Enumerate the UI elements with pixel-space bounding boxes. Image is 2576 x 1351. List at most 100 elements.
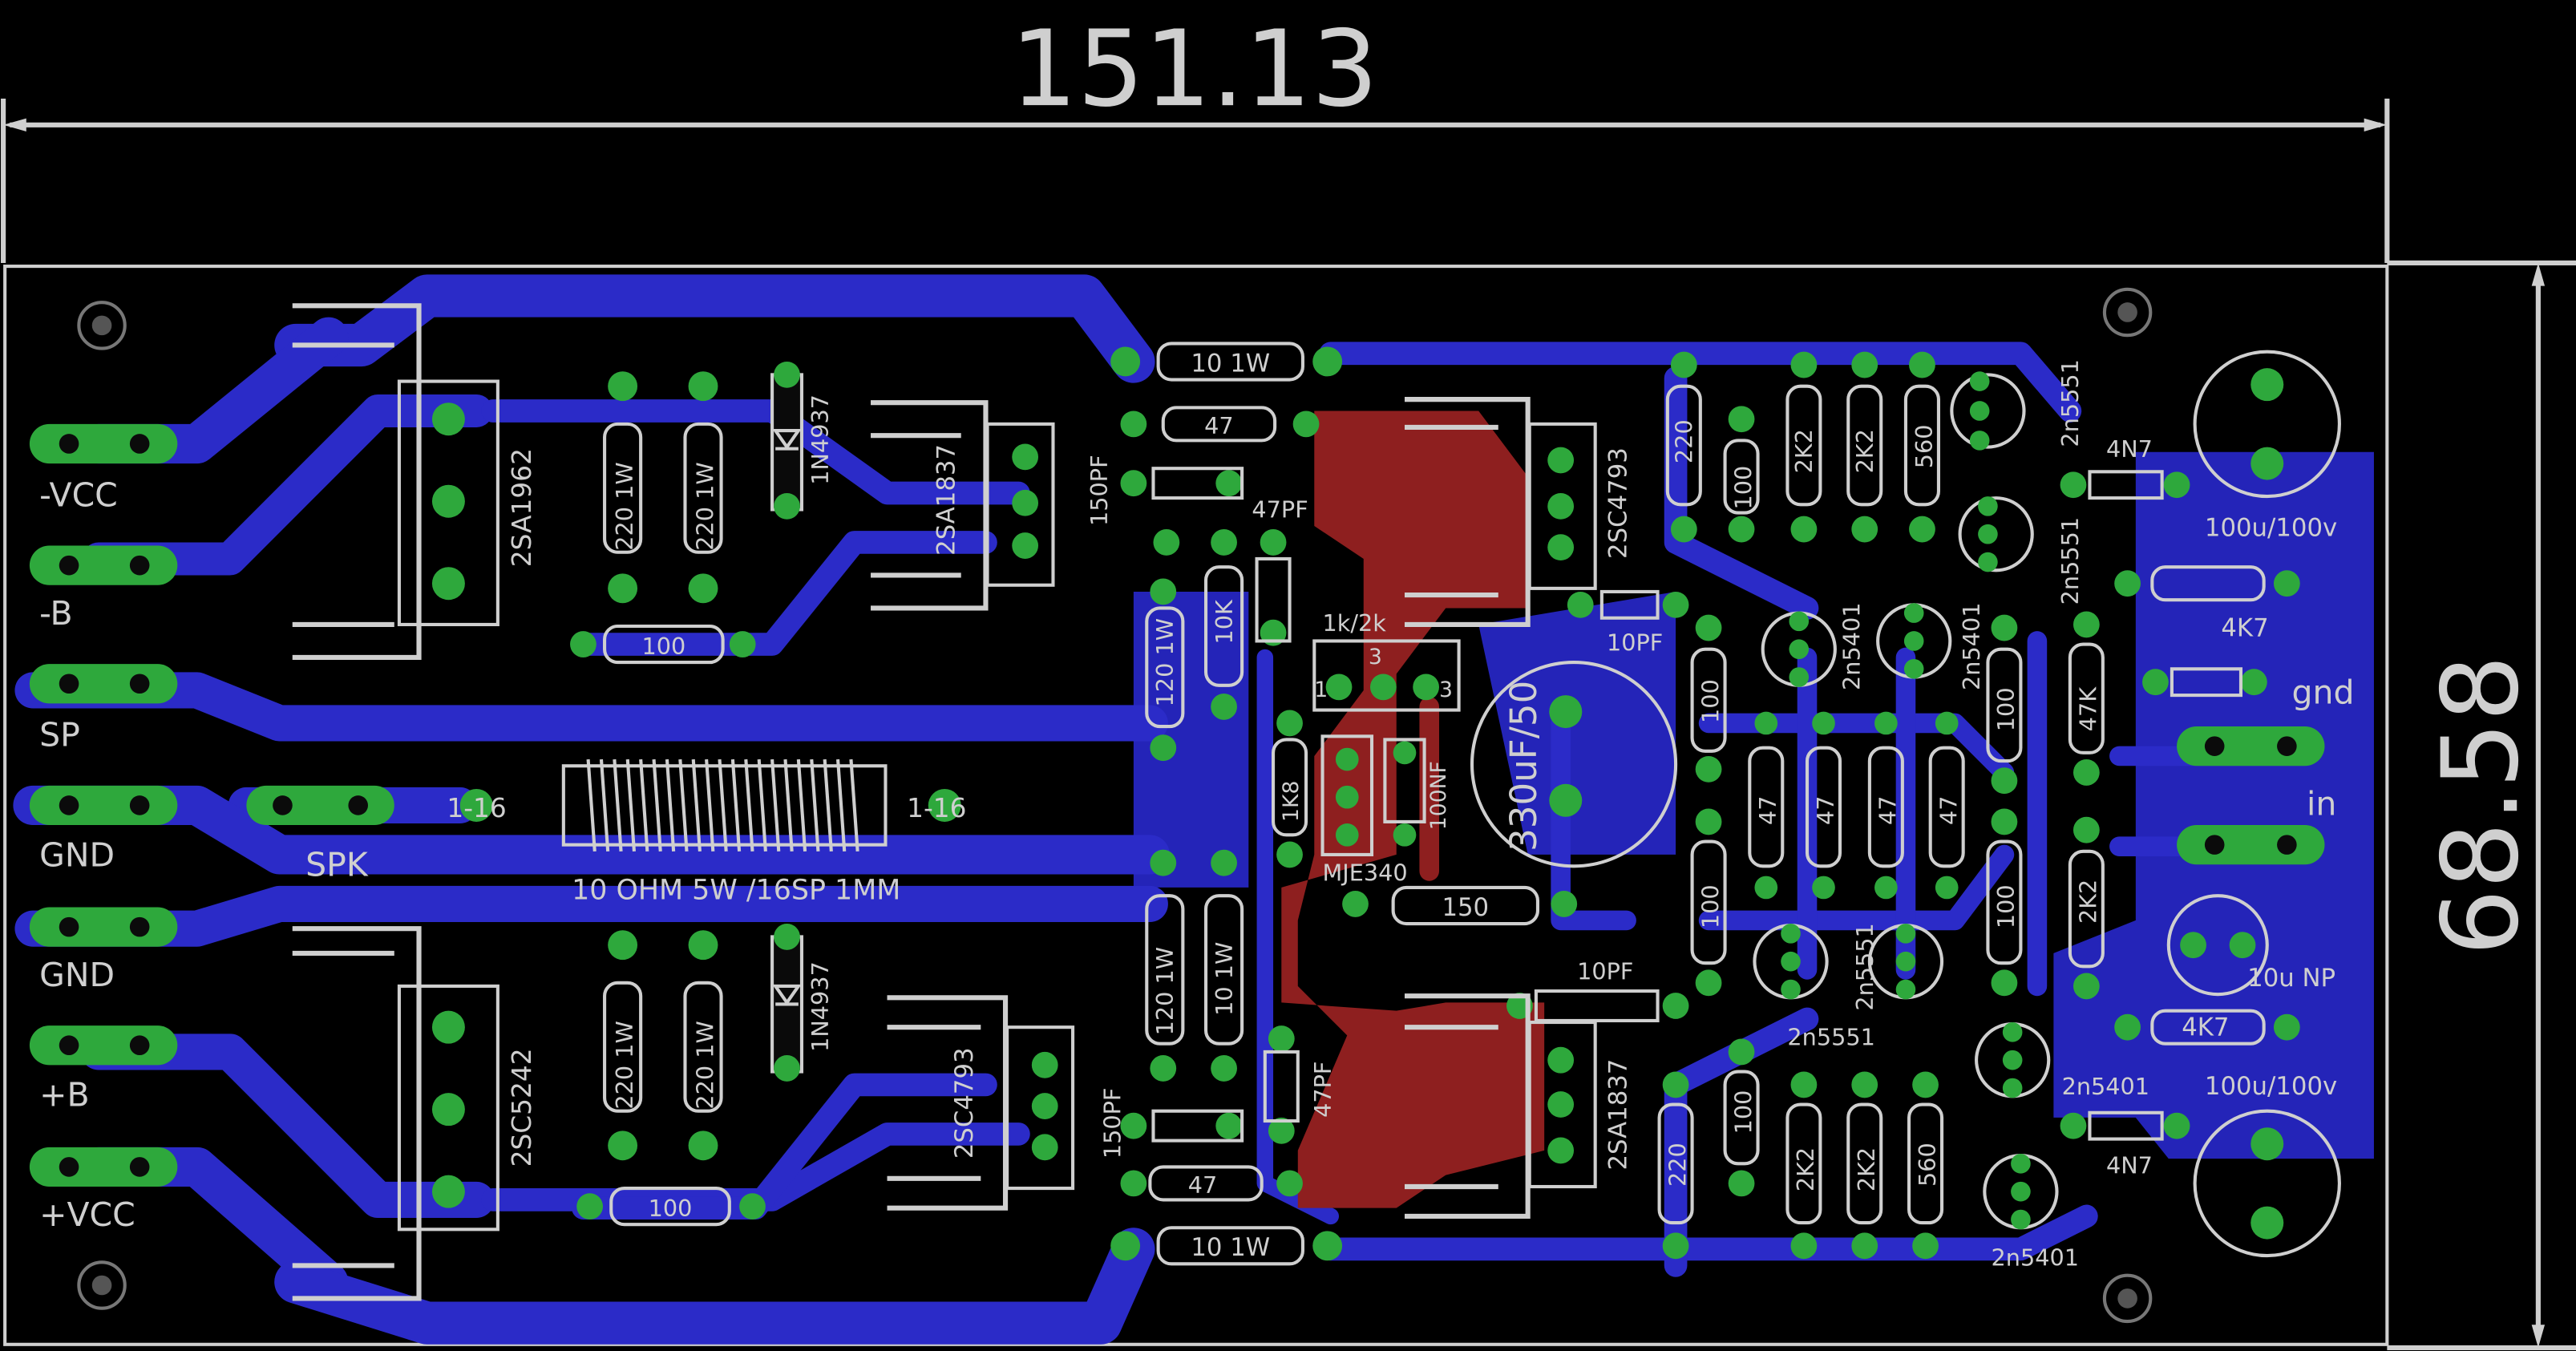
q-vas-top-label: 2SC4793 bbox=[1604, 447, 1633, 559]
board-outline bbox=[3, 265, 2389, 1346]
q-vas-bot-label: 2SA1837 bbox=[1604, 1059, 1633, 1171]
q-2n5551-d-label: 2n5551 bbox=[1851, 923, 1878, 1010]
input-stage-bottom: 220 100 2K2 2K2 560 2n5401 2n5401 bbox=[1657, 1022, 2149, 1271]
r-47-c-label: 47 bbox=[1874, 796, 1902, 826]
vas-transistors: 2SC4793 10PF 10PF 2SA1837 bbox=[1404, 397, 1689, 1219]
r-100-mid-b-label: 100 bbox=[1992, 687, 2020, 731]
c-100nf-label: 100NF bbox=[1426, 761, 1451, 830]
coil-end-b-label: 1-16 bbox=[907, 793, 966, 823]
c-47pf-top-label: 47PF bbox=[1252, 496, 1308, 524]
input-stage-middle: 100 100 100 100 47 47 47 47 47K 2K2 2n55… bbox=[1690, 611, 2105, 1051]
r-100-mid-c-label: 100 bbox=[1696, 884, 1724, 928]
r-100-top-label: 100 bbox=[1729, 466, 1757, 510]
width-dimension-value: 151.13 bbox=[1010, 7, 1378, 130]
r-47-bot-label: 47 bbox=[1188, 1171, 1218, 1199]
r-47-a-label: 47 bbox=[1754, 796, 1781, 826]
c-10pf-bot-label: 10PF bbox=[1577, 958, 1633, 985]
r-220-bot-label: 220 bbox=[1664, 1143, 1691, 1187]
c-150pf-top-label: 150PF bbox=[1086, 455, 1113, 526]
q-2n5551-c-label: 2n5551 bbox=[1787, 1024, 1874, 1051]
q-2n5401-c-label: 2n5401 bbox=[2062, 1073, 2149, 1100]
r-bot-220b-label: 220 1W bbox=[691, 1021, 718, 1110]
label-pos-vcc: +VCC bbox=[39, 1195, 135, 1234]
r-120-top-label: 120 1W bbox=[1151, 618, 1179, 707]
trimmer-pin1: 1 bbox=[1314, 678, 1328, 702]
r-1k8-label: 1K8 bbox=[1279, 781, 1304, 822]
r-top-220a-label: 220 1W bbox=[611, 462, 638, 551]
label-gnd-input: gnd bbox=[2292, 673, 2355, 711]
r-100-bot-label: 100 bbox=[1729, 1090, 1757, 1135]
r-2k2-d-label: 2K2 bbox=[1853, 1147, 1880, 1191]
q-2n5401-d-label: 2n5401 bbox=[1992, 1244, 2079, 1271]
r-2k2-b-label: 2K2 bbox=[1851, 429, 1878, 473]
r-2k2-e-label: 2K2 bbox=[2075, 880, 2102, 924]
r-2k2-a-label: 2K2 bbox=[1790, 429, 1818, 473]
top-copper bbox=[1281, 411, 1545, 1208]
q-bottom-output-label: 2SC5242 bbox=[507, 1048, 537, 1167]
c-330-label: 330uF/50 bbox=[1502, 681, 1545, 851]
c-100u-bot-label: 100u/100v bbox=[2205, 1072, 2337, 1101]
coil-end-a-label: 1-16 bbox=[447, 793, 506, 823]
r-top-100-label: 100 bbox=[641, 633, 685, 660]
q-top-output-label: 2SA1962 bbox=[507, 448, 537, 567]
c-4n7-top-label: 4N7 bbox=[2106, 435, 2153, 463]
input-stage-top: 220 100 2K2 2K2 560 2n5551 2n5551 2n5401… bbox=[1665, 351, 2084, 690]
label-gnd-2: GND bbox=[39, 956, 115, 994]
label-spk: SPK bbox=[305, 846, 369, 884]
c-4n7-bot-label: 4N7 bbox=[2106, 1152, 2153, 1179]
c-10u-label: 10u NP bbox=[2247, 964, 2335, 993]
label-in: in bbox=[2307, 785, 2336, 823]
width-dimension: 151.13 bbox=[1, 7, 2390, 263]
r-47-b-label: 47 bbox=[1812, 796, 1839, 826]
trimmer-pin3b: 3 bbox=[1439, 678, 1453, 702]
r-47-d-label: 47 bbox=[1935, 796, 1962, 826]
r-10-1w-mid-label: 10 1W bbox=[1211, 942, 1238, 1016]
height-dimension-value: 68.58 bbox=[2419, 655, 2542, 957]
connector-labels: -VCC -B SP GND SPK GND +B +VCC gnd in bbox=[39, 475, 2354, 1234]
r-2k2-c-label: 2K2 bbox=[1792, 1147, 1819, 1191]
r-bot-100-label: 100 bbox=[649, 1195, 693, 1222]
c-10pf-top-label: 10PF bbox=[1607, 629, 1663, 657]
r-220-top-label: 220 bbox=[1671, 419, 1698, 463]
r-100-mid-a-label: 100 bbox=[1696, 679, 1724, 723]
r-100-mid-d-label: 100 bbox=[1992, 884, 2020, 928]
connector-pads bbox=[29, 423, 2325, 1187]
label-sp: SP bbox=[39, 716, 80, 754]
q-2n5551-b-label: 2n5551 bbox=[2056, 517, 2084, 605]
q-2n5401-a-label: 2n5401 bbox=[1838, 602, 1866, 690]
r-10-1w-bot-label: 10 1W bbox=[1191, 1233, 1270, 1262]
trimmer-pin3: 3 bbox=[1369, 645, 1382, 669]
r-10k-label: 10K bbox=[1211, 599, 1238, 645]
r-top-220b-label: 220 1W bbox=[691, 462, 718, 551]
q-driver-bot-label: 2SC4793 bbox=[950, 1047, 979, 1159]
r-150-label: 150 bbox=[1442, 893, 1489, 922]
label-gnd-1: GND bbox=[39, 835, 115, 874]
label-pos-b: +B bbox=[39, 1076, 89, 1114]
left-passives: 220 1W 220 1W 1N4937 100 220 1W 220 1W 1… bbox=[570, 361, 834, 1227]
output-inductor: 1-16 1-16 10 OHM 5W /16SP 1MM bbox=[447, 758, 966, 906]
q-driver-top-label: 2SA1837 bbox=[932, 444, 961, 556]
label-neg-vcc: -VCC bbox=[39, 475, 118, 514]
output-transistors: 2SA1962 2SC5242 bbox=[292, 303, 537, 1301]
q-mje340-label: MJE340 bbox=[1323, 860, 1408, 887]
r-560-top-label: 560 bbox=[1911, 424, 1938, 468]
d-top-label: 1N4937 bbox=[807, 394, 834, 485]
q-2n5551-a-label: 2n5551 bbox=[2056, 359, 2084, 447]
q-2n5401-b-label: 2n5401 bbox=[1958, 602, 1985, 690]
driver-transistors: 2SA1837 2SC4793 bbox=[871, 400, 1075, 1211]
r-10-1w-top-label: 10 1W bbox=[1191, 349, 1270, 378]
d-bot-label: 1N4937 bbox=[807, 961, 834, 1052]
label-neg-b: -B bbox=[39, 594, 72, 633]
c-150pf-bot-label: 150PF bbox=[1098, 1088, 1126, 1159]
input-passives-right: 4N7 4K7 100u/100v 10u NP 4K7 4N7 100u/10… bbox=[2060, 350, 2341, 1258]
trimmer-label: 1k/2k bbox=[1323, 609, 1387, 637]
r-bot-220a-label: 220 1W bbox=[611, 1021, 638, 1110]
c-100u-top-label: 100u/100v bbox=[2205, 513, 2337, 542]
r-47k-label: 47K bbox=[2075, 686, 2102, 732]
r-4k7-top-label: 4K7 bbox=[2221, 613, 2268, 642]
mounting-holes bbox=[77, 287, 2153, 1324]
driver-passives: 10 1W 47 150PF 47PF 120 1W 10K 120 1W 10… bbox=[1086, 342, 1343, 1266]
r-120-bot-label: 120 1W bbox=[1151, 947, 1179, 1036]
r-47-top-label: 47 bbox=[1204, 412, 1234, 439]
